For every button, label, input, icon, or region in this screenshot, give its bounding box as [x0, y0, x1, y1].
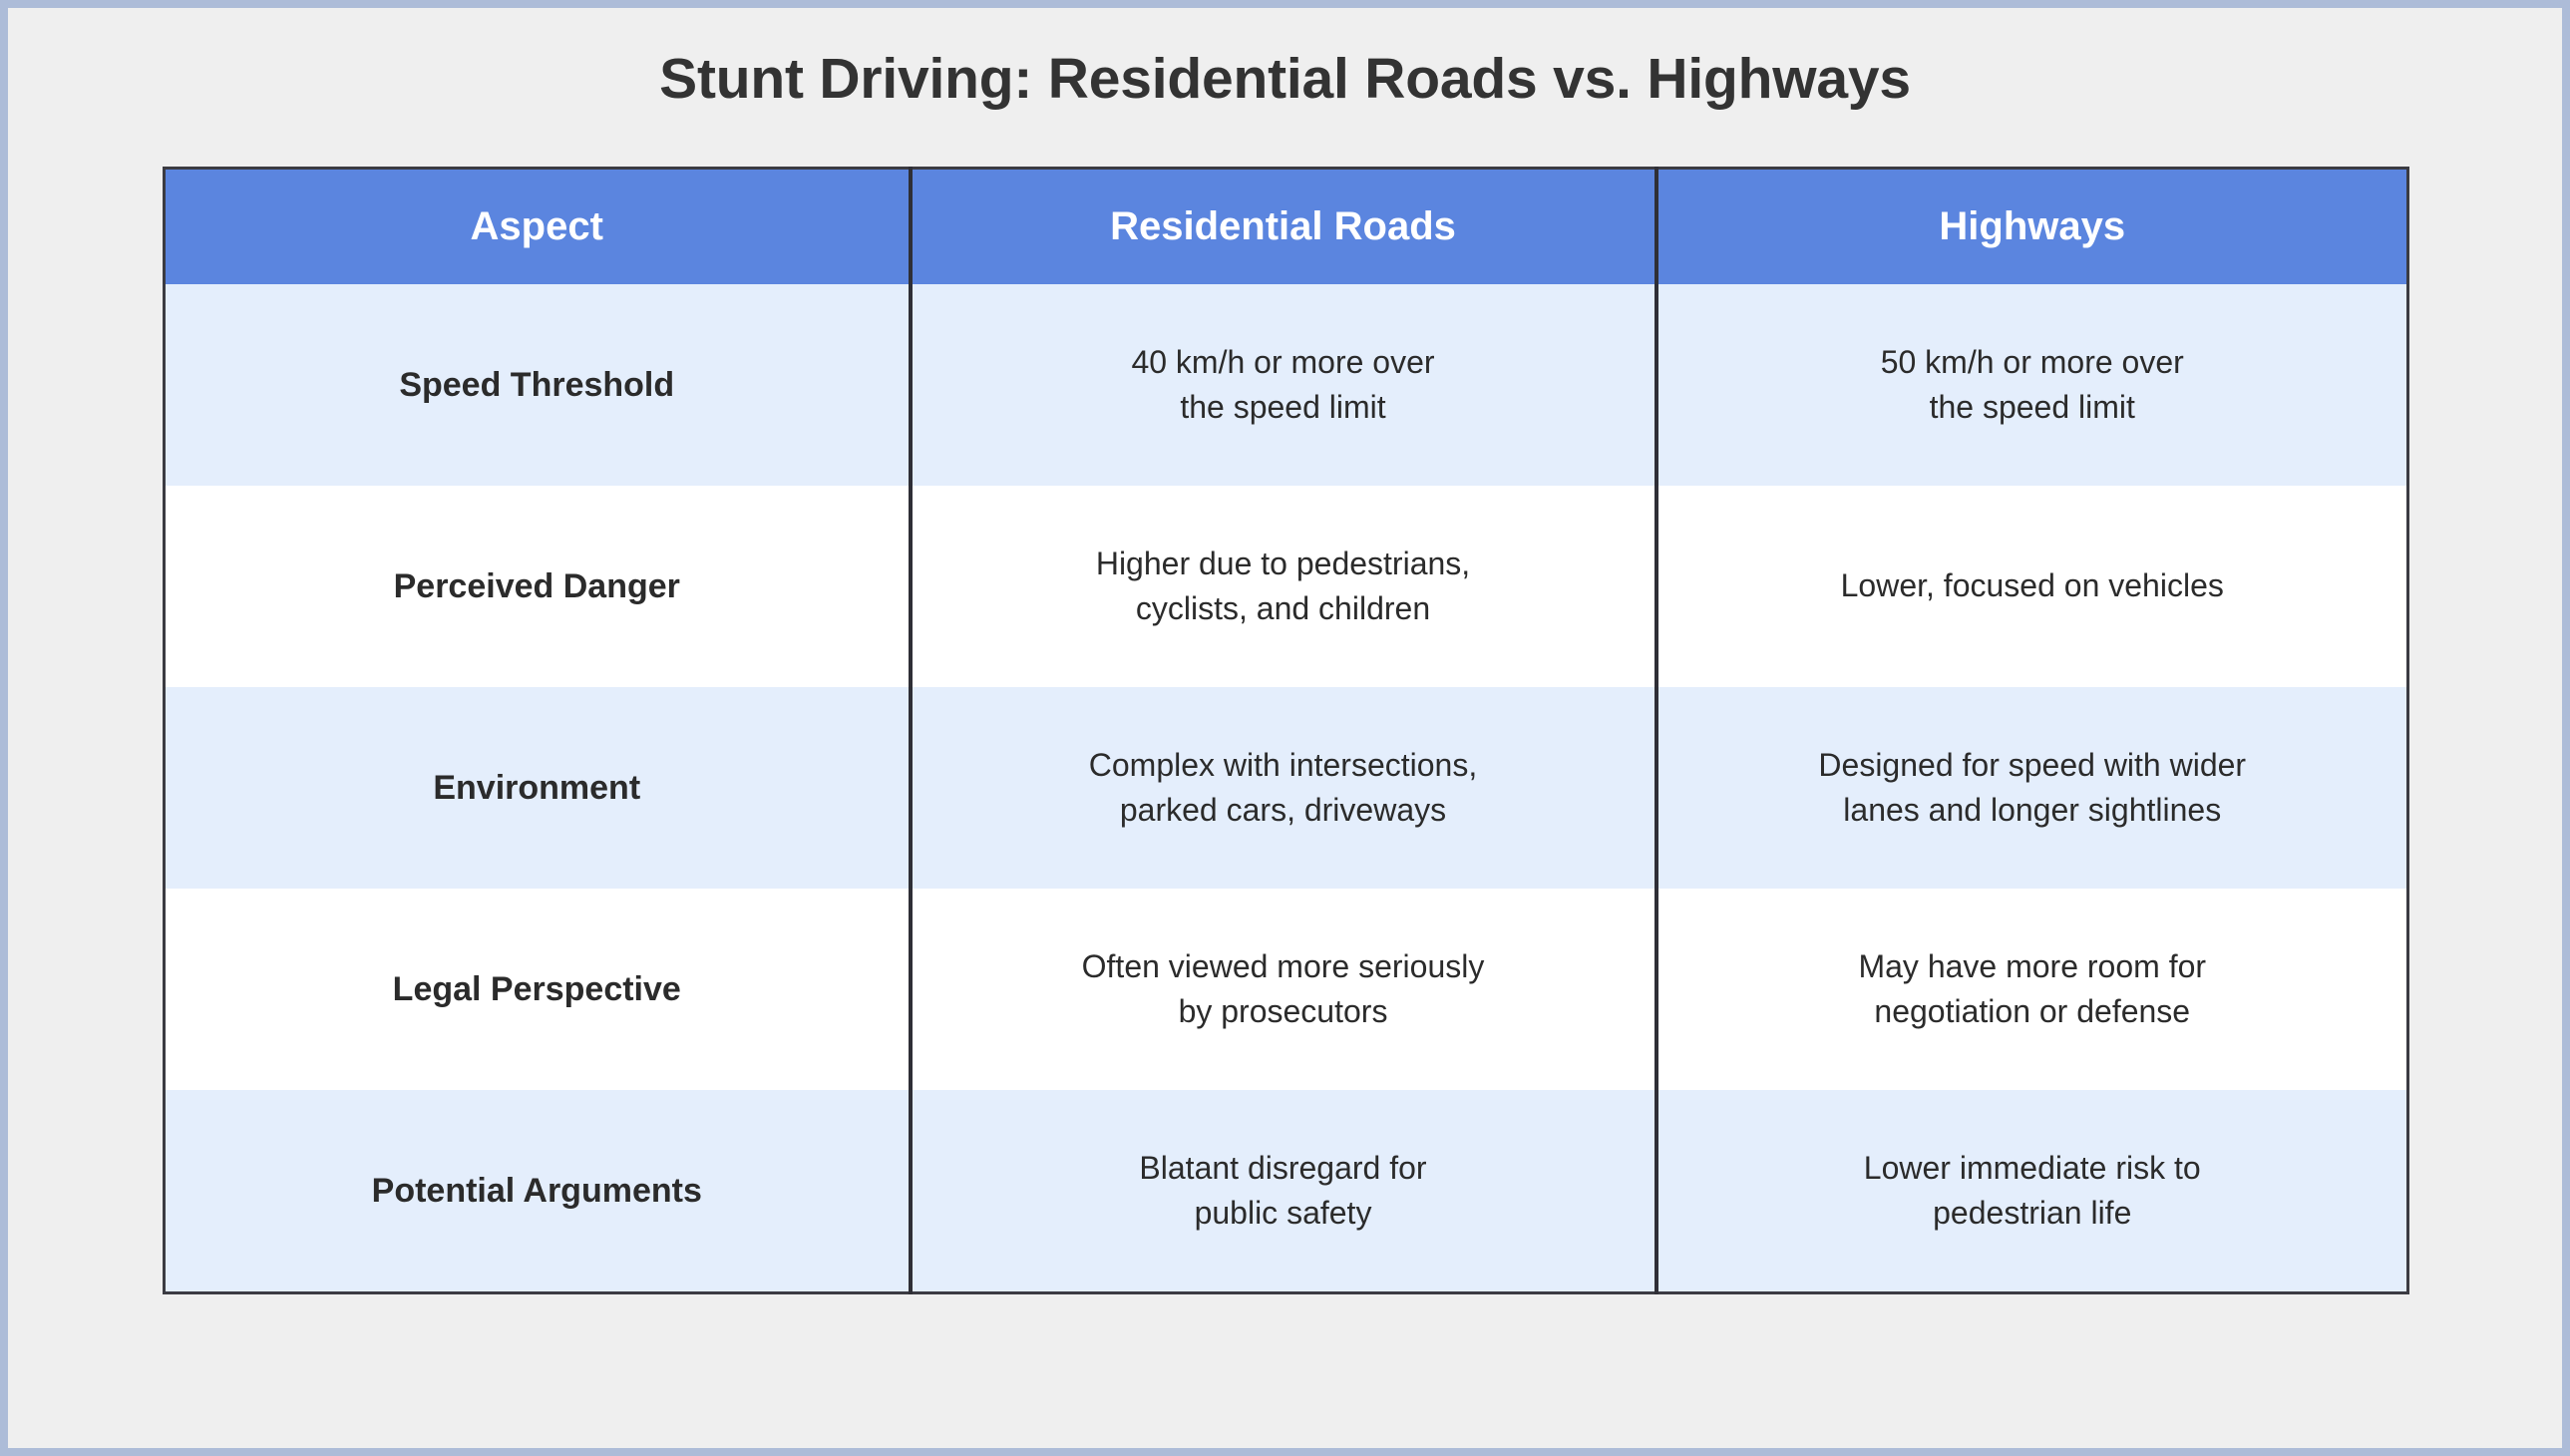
cell-aspect: Potential Arguments	[164, 1090, 913, 1293]
cell-text-line: cyclists, and children	[1135, 590, 1431, 626]
cell-residential: Complex with intersections, parked cars,…	[910, 687, 1658, 889]
cell-text-line: Blatant disregard for	[1139, 1149, 1427, 1186]
table-row: Environment Complex with intersections, …	[164, 687, 2408, 889]
comparison-table: Aspect Residential Roads Highways Speed …	[163, 167, 2409, 1294]
cell-text-line: parked cars, driveways	[1119, 792, 1447, 828]
cell-residential: Often viewed more seriously by prosecuto…	[910, 889, 1658, 1090]
table-row: Potential Arguments Blatant disregard fo…	[164, 1090, 2408, 1293]
cell-text-line: by prosecutors	[1178, 993, 1388, 1029]
table-header-row: Aspect Residential Roads Highways	[164, 168, 2408, 284]
cell-highways: Lower, focused on vehicles	[1655, 486, 2408, 687]
cell-text-line: pedestrian life	[1933, 1195, 2132, 1231]
column-header-highways: Highways	[1655, 168, 2408, 284]
cell-text-line: Designed for speed with wider	[1818, 746, 2247, 783]
cell-text-line: Higher due to pedestrians,	[1095, 545, 1471, 581]
cell-aspect: Perceived Danger	[164, 486, 913, 687]
comparison-table-container: Aspect Residential Roads Highways Speed …	[163, 167, 2409, 1294]
cell-text-line: the speed limit	[1180, 389, 1386, 425]
cell-text-line: public safety	[1194, 1195, 1372, 1231]
cell-residential: Higher due to pedestrians, cyclists, and…	[910, 486, 1658, 687]
page-title: Stunt Driving: Residential Roads vs. Hig…	[659, 47, 1911, 111]
cell-text-line: the speed limit	[1929, 389, 2135, 425]
cell-residential: Blatant disregard for public safety	[910, 1090, 1658, 1293]
cell-highways: May have more room for negotiation or de…	[1655, 889, 2408, 1090]
cell-aspect: Environment	[164, 687, 913, 889]
cell-text-line: Often viewed more seriously	[1081, 947, 1485, 984]
table-row: Speed Threshold 40 km/h or more over the…	[164, 284, 2408, 486]
table-row: Legal Perspective Often viewed more seri…	[164, 889, 2408, 1090]
cell-text-line: negotiation or defense	[1874, 993, 2191, 1029]
cell-aspect: Legal Perspective	[164, 889, 913, 1090]
cell-aspect: Speed Threshold	[164, 284, 913, 486]
cell-highways: 50 km/h or more over the speed limit	[1655, 284, 2408, 486]
cell-text-line: Lower immediate risk to	[1863, 1149, 2201, 1186]
cell-text-line: 40 km/h or more over	[1131, 343, 1435, 380]
cell-highways: Lower immediate risk to pedestrian life	[1655, 1090, 2408, 1293]
cell-residential: 40 km/h or more over the speed limit	[910, 284, 1658, 486]
table-header: Aspect Residential Roads Highways	[164, 168, 2408, 284]
table-body: Speed Threshold 40 km/h or more over the…	[164, 284, 2408, 1293]
column-header-aspect: Aspect	[164, 168, 913, 284]
page-frame: Stunt Driving: Residential Roads vs. Hig…	[8, 8, 2562, 1448]
cell-text-line: Complex with intersections,	[1088, 746, 1478, 783]
cell-highways: Designed for speed with wider lanes and …	[1655, 687, 2408, 889]
column-header-residential-roads: Residential Roads	[910, 168, 1658, 284]
cell-text-line: May have more room for	[1858, 947, 2207, 984]
cell-text-line: Lower, focused on vehicles	[1840, 567, 2224, 604]
cell-text-line: lanes and longer sightlines	[1843, 792, 2222, 828]
table-row: Perceived Danger Higher due to pedestria…	[164, 486, 2408, 687]
cell-text-line: 50 km/h or more over	[1880, 343, 2184, 380]
